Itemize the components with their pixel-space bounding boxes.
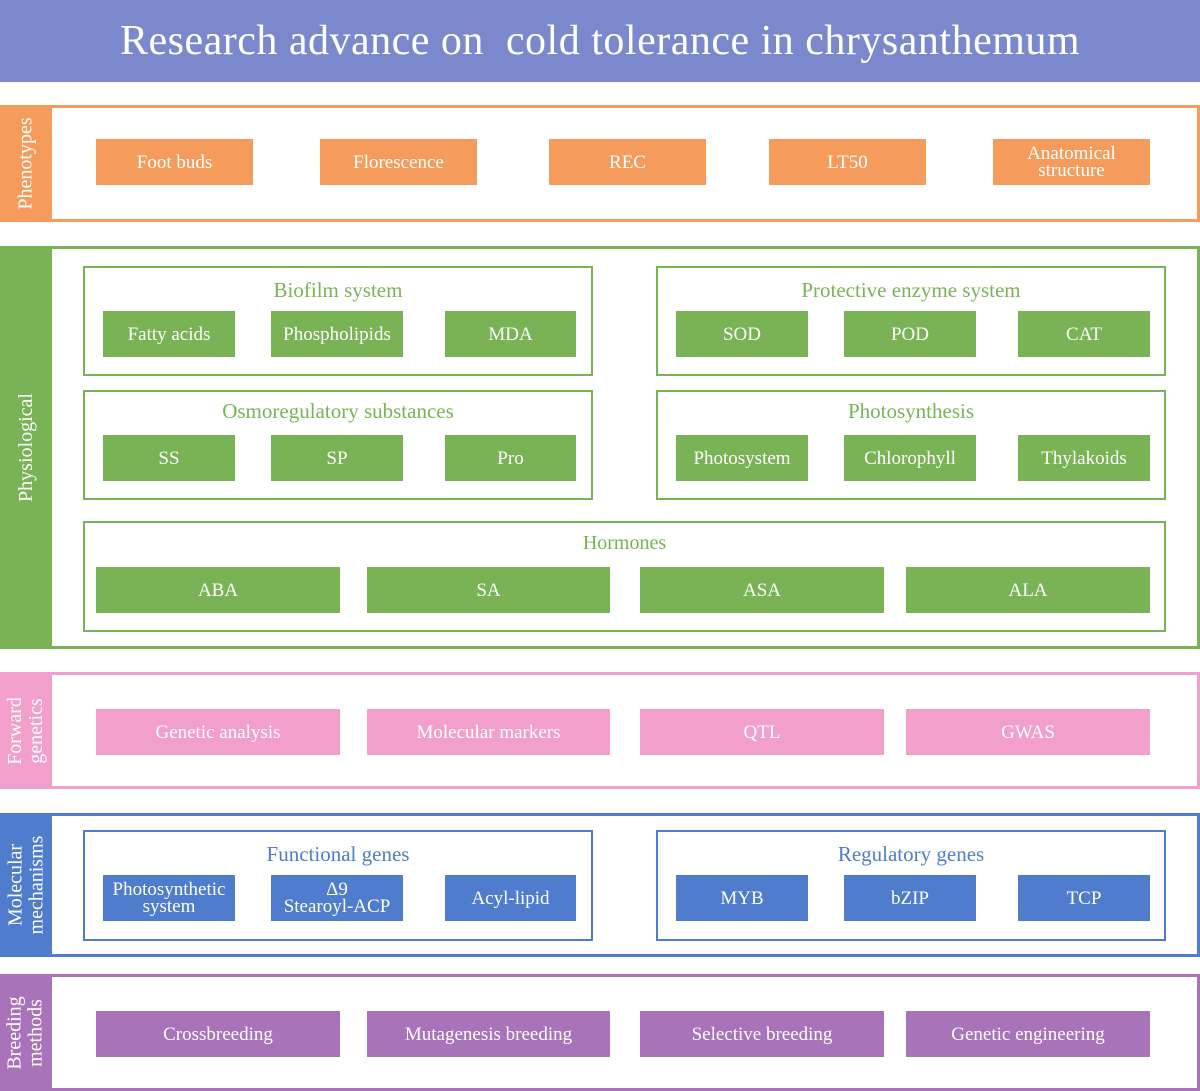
biofilm-title: Biofilm system xyxy=(273,277,403,302)
molecular-label: Molecular mechanisms xyxy=(4,835,47,935)
forward-genetics-box: QTL xyxy=(640,709,884,755)
regulatory-gene-box: MYB xyxy=(676,875,808,921)
photo-title: Photosynthesis xyxy=(847,398,975,423)
physiological-side-label: Physiological xyxy=(0,246,52,649)
forward-genetics-side-label: Forward genetics xyxy=(0,672,52,789)
enzyme-box: CAT xyxy=(1018,311,1150,357)
forward-genetics-box: Genetic analysis xyxy=(96,709,340,755)
molecular-side-label: Molecular mechanisms xyxy=(0,813,52,957)
forward-genetics-box: Molecular markers xyxy=(367,709,610,755)
enzyme-title: Protective enzyme system xyxy=(801,277,1021,302)
regulatory-gene-box: TCP xyxy=(1018,875,1150,921)
breeding-box: Mutagenesis breeding xyxy=(367,1011,610,1057)
phenotype-box: Foot buds xyxy=(96,139,253,185)
phenotype-box: LT50 xyxy=(769,139,926,185)
phenotype-box: Anatomical structure xyxy=(993,139,1150,185)
hormones-title: Hormones xyxy=(582,531,667,554)
biofilm-box: Fatty acids xyxy=(103,311,235,357)
breeding-side-label: Breeding methods xyxy=(0,974,52,1091)
photo-box: Chlorophyll xyxy=(844,435,976,481)
hormone-box: SA xyxy=(367,567,610,613)
osmo-box: SP xyxy=(271,435,403,481)
biofilm-box: Phospholipids xyxy=(271,311,403,357)
breeding-box: Genetic engineering xyxy=(906,1011,1150,1057)
enzyme-box: SOD xyxy=(676,311,808,357)
physiological-label: Physiological xyxy=(14,393,37,502)
enzyme-box: POD xyxy=(844,311,976,357)
diagram-title-bar: Research advance on cold tolerance in ch… xyxy=(0,0,1200,82)
breeding-box: Crossbreeding xyxy=(96,1011,340,1057)
photo-box: Photosystem xyxy=(676,435,808,481)
diagram-title: Research advance on cold tolerance in ch… xyxy=(119,18,1081,64)
phenotypes-side-label: Phenotypes xyxy=(0,105,52,222)
breeding-box: Selective breeding xyxy=(640,1011,884,1057)
phenotypes-label: Phenotypes xyxy=(14,117,37,210)
hormone-box: ASA xyxy=(640,567,884,613)
functional-gene-box: Acyl-lipid xyxy=(445,875,576,921)
forward-genetics-box: GWAS xyxy=(906,709,1150,755)
regulatory-gene-box: bZIP xyxy=(844,875,976,921)
functional-gene-box: Δ9 Stearoyl-ACP xyxy=(271,875,403,921)
osmo-title: Osmoregulatory substances xyxy=(222,398,454,423)
osmo-box: SS xyxy=(103,435,235,481)
functional-gene-box: Photosynthetic system xyxy=(103,875,235,921)
hormone-box: ALA xyxy=(906,567,1150,613)
osmo-box: Pro xyxy=(445,435,576,481)
breeding-label: Breeding methods xyxy=(4,995,47,1070)
photo-box: Thylakoids xyxy=(1018,435,1150,481)
phenotype-box: REC xyxy=(549,139,706,185)
forward-genetics-label: Forward genetics xyxy=(4,696,48,765)
regulatory-genes-title: Regulatory genes xyxy=(837,841,985,866)
phenotype-box: Florescence xyxy=(320,139,477,185)
functional-genes-title: Functional genes xyxy=(266,841,410,866)
hormone-box: ABA xyxy=(96,567,340,613)
biofilm-box: MDA xyxy=(445,311,576,357)
